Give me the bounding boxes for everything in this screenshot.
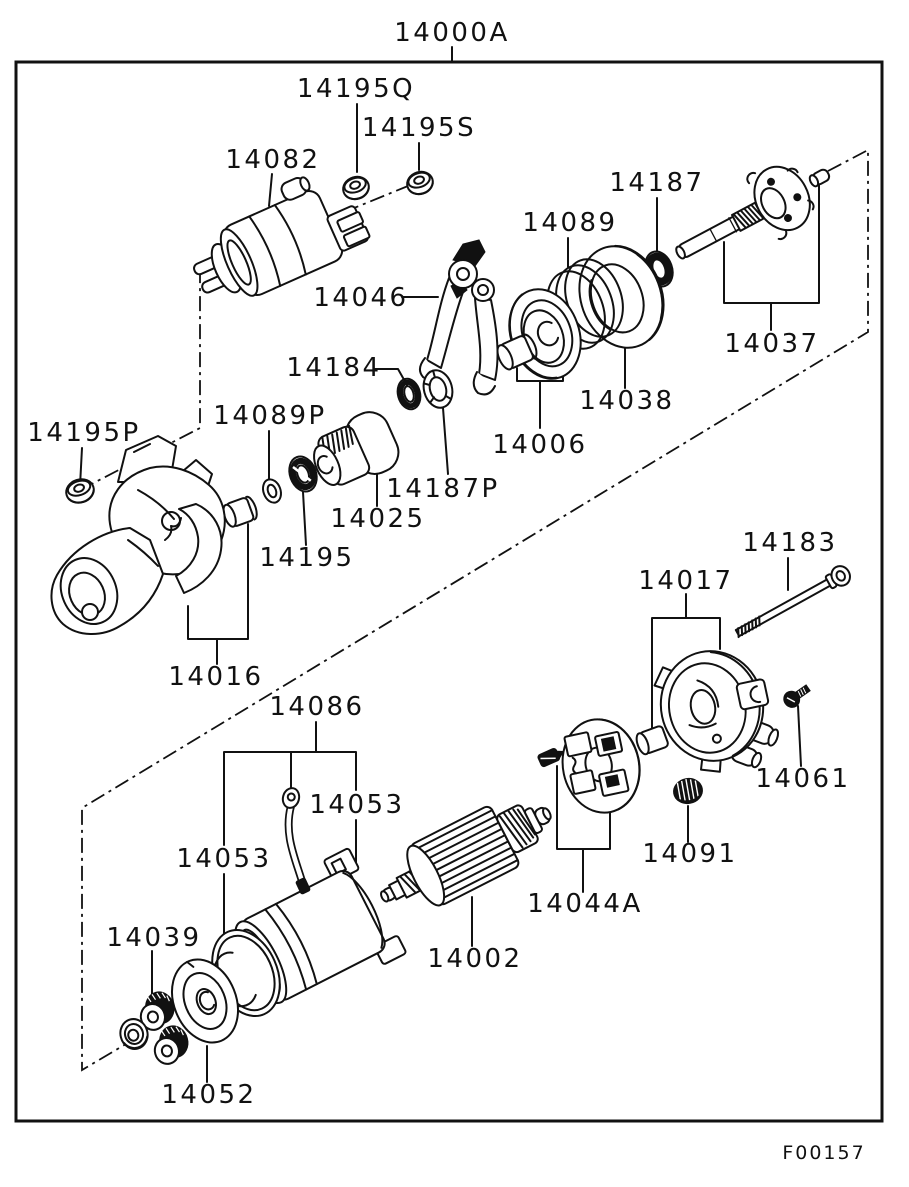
part-brush-holder-14044A bbox=[561, 718, 641, 814]
label-14187: 14187 bbox=[609, 168, 704, 198]
part-armature-14002 bbox=[380, 804, 552, 907]
label-14091: 14091 bbox=[642, 839, 737, 869]
label-14053-right: 14053 bbox=[309, 790, 404, 820]
label-14044A: 14044A bbox=[527, 889, 643, 919]
label-14006: 14006 bbox=[492, 430, 587, 460]
bracket-14086 bbox=[223, 721, 357, 846]
part-terminal-screw-14044A bbox=[537, 747, 565, 768]
part-ring-14195 bbox=[288, 455, 318, 493]
label-14052: 14052 bbox=[161, 1080, 256, 1110]
part-planet-gears-14039 bbox=[119, 991, 189, 1065]
label-14089: 14089 bbox=[522, 208, 617, 238]
label-14017: 14017 bbox=[638, 566, 733, 596]
label-14053-left: 14053 bbox=[176, 844, 271, 874]
leader-14061 bbox=[797, 705, 802, 767]
label-14195P: 14195P bbox=[27, 418, 140, 448]
leader-lines bbox=[79, 46, 820, 1083]
figure-code: F00157 bbox=[782, 1142, 865, 1164]
label-14187P: 14187P bbox=[386, 474, 499, 504]
part-nut-14195P bbox=[65, 478, 95, 504]
label-14086: 14086 bbox=[269, 692, 364, 722]
label-14025: 14025 bbox=[330, 504, 425, 534]
part-shift-fork-14046 bbox=[419, 239, 499, 396]
label-14046: 14046 bbox=[313, 283, 408, 313]
part-nut-14195S bbox=[406, 170, 434, 196]
diagram-frame bbox=[14, 60, 884, 1123]
label-14037: 14037 bbox=[724, 329, 819, 359]
label-14000A: 14000A bbox=[394, 18, 510, 48]
part-nut-14195Q bbox=[342, 175, 370, 201]
part-bushing-14017 bbox=[635, 725, 669, 756]
part-shaft-cap bbox=[808, 168, 831, 188]
axis-line-main bbox=[81, 148, 869, 1072]
part-screw-14061 bbox=[783, 684, 811, 708]
bracket-14044A bbox=[556, 765, 611, 893]
part-washer-14184 bbox=[396, 377, 422, 411]
label-14038: 14038 bbox=[579, 386, 674, 416]
label-14184: 14184 bbox=[286, 353, 381, 383]
part-output-shaft-14037 bbox=[675, 165, 815, 260]
leader-14187P bbox=[442, 407, 449, 475]
label-14195Q: 14195Q bbox=[297, 74, 415, 104]
part-labels: 14000A 14195Q 14195S 14082 14187 14089 1… bbox=[27, 18, 865, 1164]
leader-14195 bbox=[302, 491, 307, 546]
part-front-bracket-14016 bbox=[50, 435, 226, 635]
label-14195: 14195 bbox=[259, 543, 354, 573]
label-14089P: 14089P bbox=[213, 401, 326, 431]
part-washer-14089P bbox=[262, 478, 282, 504]
part-washer-plate-14052 bbox=[171, 958, 239, 1044]
bracket-14016 bbox=[187, 523, 249, 665]
part-rear-bracket-14017 bbox=[653, 650, 780, 773]
label-14061: 14061 bbox=[755, 764, 850, 794]
leader-14082 bbox=[268, 173, 273, 207]
bracket-14037 bbox=[723, 183, 820, 331]
label-14002: 14002 bbox=[427, 944, 522, 974]
part-solenoid-14082 bbox=[193, 176, 371, 297]
part-nut-14091 bbox=[673, 777, 703, 805]
label-14195S: 14195S bbox=[362, 113, 476, 143]
part-clutch-collar-14006 bbox=[496, 333, 538, 371]
part-through-bolt-14183 bbox=[734, 565, 851, 639]
part-washer-14187P bbox=[422, 369, 454, 409]
bracket-14017 bbox=[651, 593, 721, 737]
part-clutch-drum-14006 bbox=[508, 288, 582, 380]
label-14039: 14039 bbox=[106, 923, 201, 953]
part-lead-wire-14053 bbox=[281, 787, 311, 895]
label-14082: 14082 bbox=[225, 145, 320, 175]
label-14016: 14016 bbox=[168, 662, 263, 692]
part-pinion-gear-14025 bbox=[313, 411, 400, 486]
part-bushing-14016 bbox=[222, 495, 258, 528]
label-14183: 14183 bbox=[742, 528, 837, 558]
